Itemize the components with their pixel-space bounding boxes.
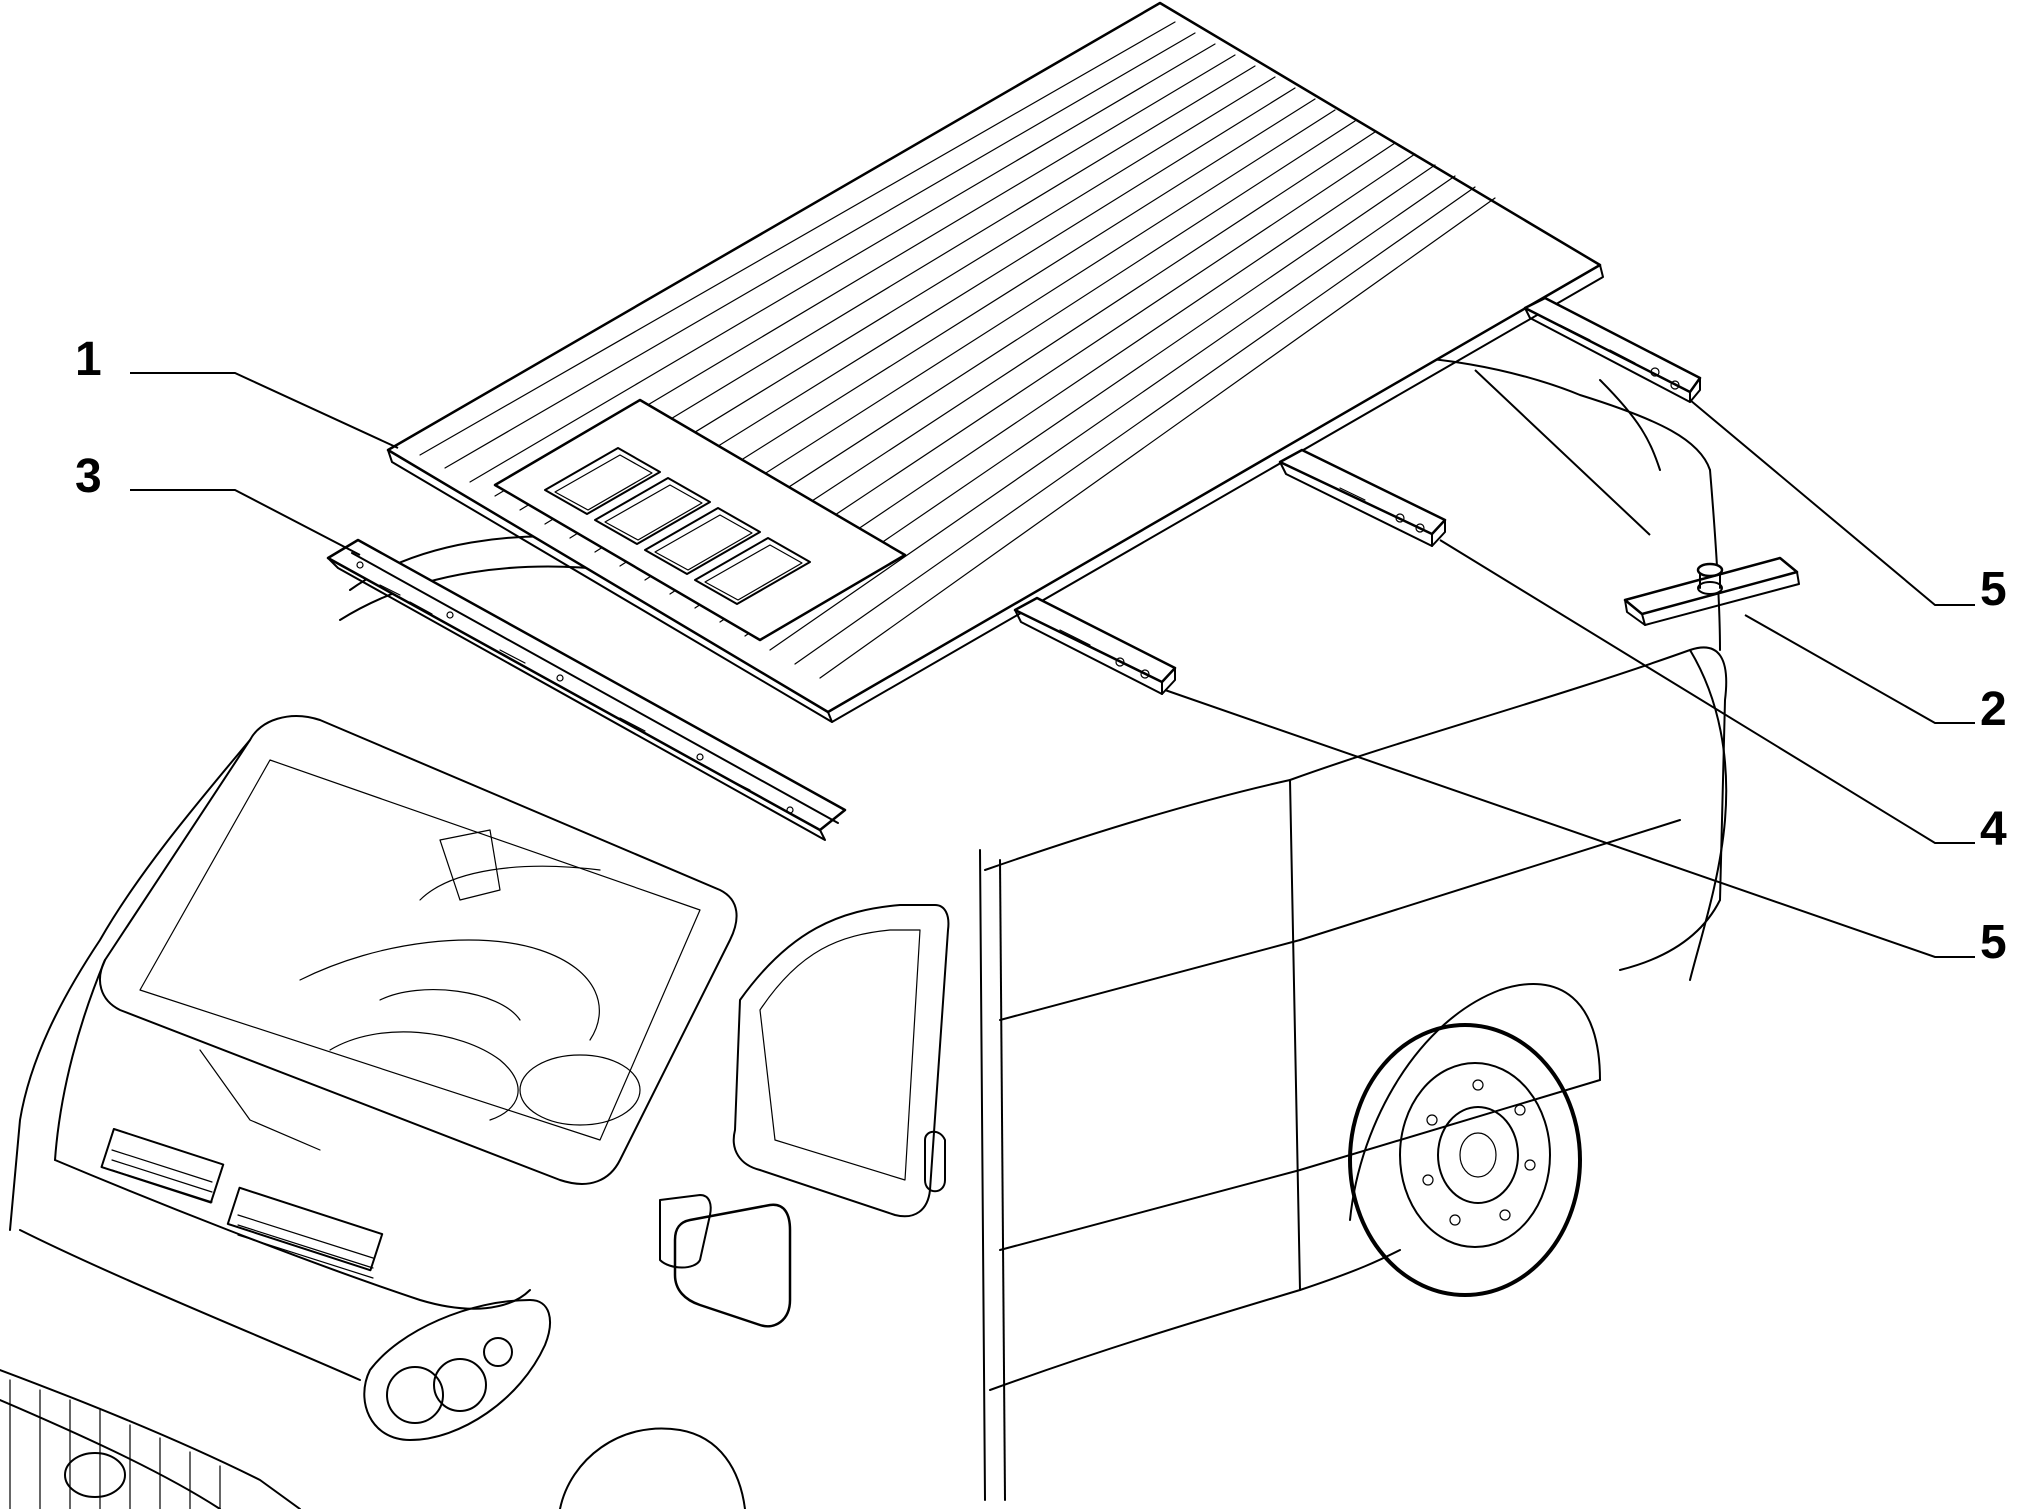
callout-5-bottom-leader [1164,689,1975,958]
callout-4-leader [1439,539,1975,844]
part-3-front-roof-cross-member [326,538,847,841]
part-5-front-middle-roof-cross-member [1013,596,1177,695]
callout-2-label: 2 [1980,683,2007,736]
part-5-rear-roof-cross-member [1523,296,1702,403]
callout-5-top-label: 5 [1980,563,2007,616]
callout-3-label: 3 [75,450,102,503]
callout-1-leader [130,372,399,449]
callouts: 1 3 5 2 4 5 [75,333,2007,969]
callout-5-bottom-label: 5 [1980,916,2007,969]
callout-3-leader [130,489,361,556]
callout-4-guide-line [1474,369,1651,536]
callout-4-label: 4 [1980,803,2007,856]
part-4-middle-roof-cross-member [1278,448,1447,547]
part-2-roof-bracket [1623,556,1800,626]
van-body [0,356,1728,1509]
part-1-roof-panel [386,1,1604,723]
callout-2-leader [1744,614,1975,724]
callout-1-label: 1 [75,333,102,386]
callout-5-top-leader [1689,399,1975,606]
